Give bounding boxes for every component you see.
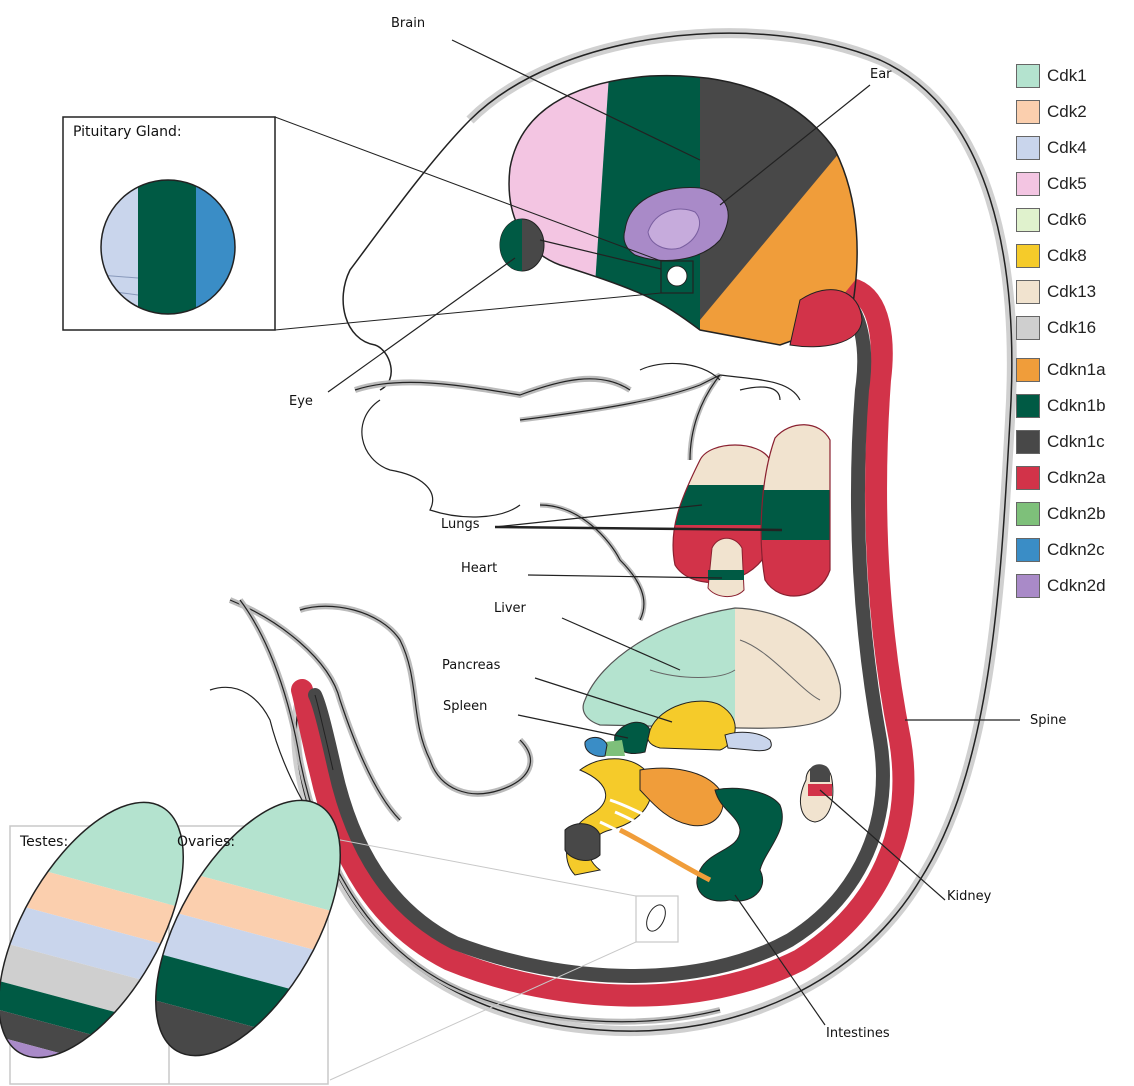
label-eye: Eye — [289, 394, 313, 409]
legend-swatch — [1016, 394, 1040, 418]
legend-item-cdkn2c: Cdkn2c — [1016, 532, 1134, 568]
legend-label: Cdk13 — [1047, 282, 1096, 302]
legend-item-cdk1: Cdk1 — [1016, 58, 1134, 94]
brain-regions — [500, 60, 880, 360]
legend-swatch — [1016, 316, 1040, 340]
legend-swatch — [1016, 430, 1040, 454]
legend-swatch — [1016, 358, 1040, 382]
legend-swatch — [1016, 538, 1040, 562]
gonad-insets — [0, 760, 378, 1086]
legend-label: Cdk6 — [1047, 210, 1087, 230]
legend-label: Cdkn1c — [1047, 432, 1105, 452]
legend-label: Cdk4 — [1047, 138, 1087, 158]
legend-item-cdk5: Cdk5 — [1016, 166, 1134, 202]
legend-label: Cdkn2d — [1047, 576, 1106, 596]
legend-item-cdkn1b: Cdkn1b — [1016, 388, 1134, 424]
label-liver: Liver — [494, 601, 527, 616]
legend-label: Cdkn1b — [1047, 396, 1106, 416]
legend-item-cdkn1c: Cdkn1c — [1016, 424, 1134, 460]
legend-item-cdkn2b: Cdkn2b — [1016, 496, 1134, 532]
label-lungs: Lungs — [441, 517, 480, 532]
label-spleen: Spleen — [443, 699, 487, 714]
legend-label: Cdkn2b — [1047, 504, 1106, 524]
legend-item-cdkn1a: Cdkn1a — [1016, 352, 1134, 388]
lungs-heart — [660, 410, 840, 620]
label-kidney: Kidney — [947, 889, 992, 904]
legend-label: Cdk2 — [1047, 102, 1087, 122]
legend-label: Cdk16 — [1047, 318, 1096, 338]
label-brain: Brain — [391, 16, 425, 31]
ovaries-title: Ovaries: — [177, 834, 235, 850]
legend-swatch — [1016, 100, 1040, 124]
legend-label: Cdk1 — [1047, 66, 1087, 86]
label-intestines: Intestines — [826, 1026, 890, 1041]
legend-item-cdk4: Cdk4 — [1016, 130, 1134, 166]
legend-swatch — [1016, 502, 1040, 526]
label-heart: Heart — [461, 561, 497, 576]
legend-swatch — [1016, 208, 1040, 232]
legend-item-cdkn2d: Cdkn2d — [1016, 568, 1134, 604]
legend-item-cdk16: Cdk16 — [1016, 310, 1134, 346]
intestines — [565, 759, 782, 901]
legend-swatch — [1016, 136, 1040, 160]
label-ear: Ear — [870, 67, 892, 82]
legend-label: Cdkn2a — [1047, 468, 1106, 488]
legend-swatch — [1016, 64, 1040, 88]
legend-swatch — [1016, 172, 1040, 196]
legend-label: Cdkn1a — [1047, 360, 1106, 380]
legend-swatch — [1016, 574, 1040, 598]
legend-item-cdk13: Cdk13 — [1016, 274, 1134, 310]
legend-label: Cdk8 — [1047, 246, 1087, 266]
legend-swatch — [1016, 466, 1040, 490]
legend-swatch — [1016, 280, 1040, 304]
label-pancreas: Pancreas — [442, 658, 501, 673]
legend-item-cdk6: Cdk6 — [1016, 202, 1134, 238]
legend-label: Cdkn2c — [1047, 540, 1105, 560]
legend-item-cdkn2a: Cdkn2a — [1016, 460, 1134, 496]
pituitary-title: Pituitary Gland: — [73, 124, 182, 140]
eye-structure — [500, 219, 544, 271]
legend-item-cdk8: Cdk8 — [1016, 238, 1134, 274]
legend-item-cdk2: Cdk2 — [1016, 94, 1134, 130]
kidney — [800, 764, 832, 822]
legend-label: Cdk5 — [1047, 174, 1087, 194]
label-spine: Spine — [1030, 713, 1066, 728]
testes-title: Testes: — [19, 834, 68, 850]
legend-swatch — [1016, 244, 1040, 268]
